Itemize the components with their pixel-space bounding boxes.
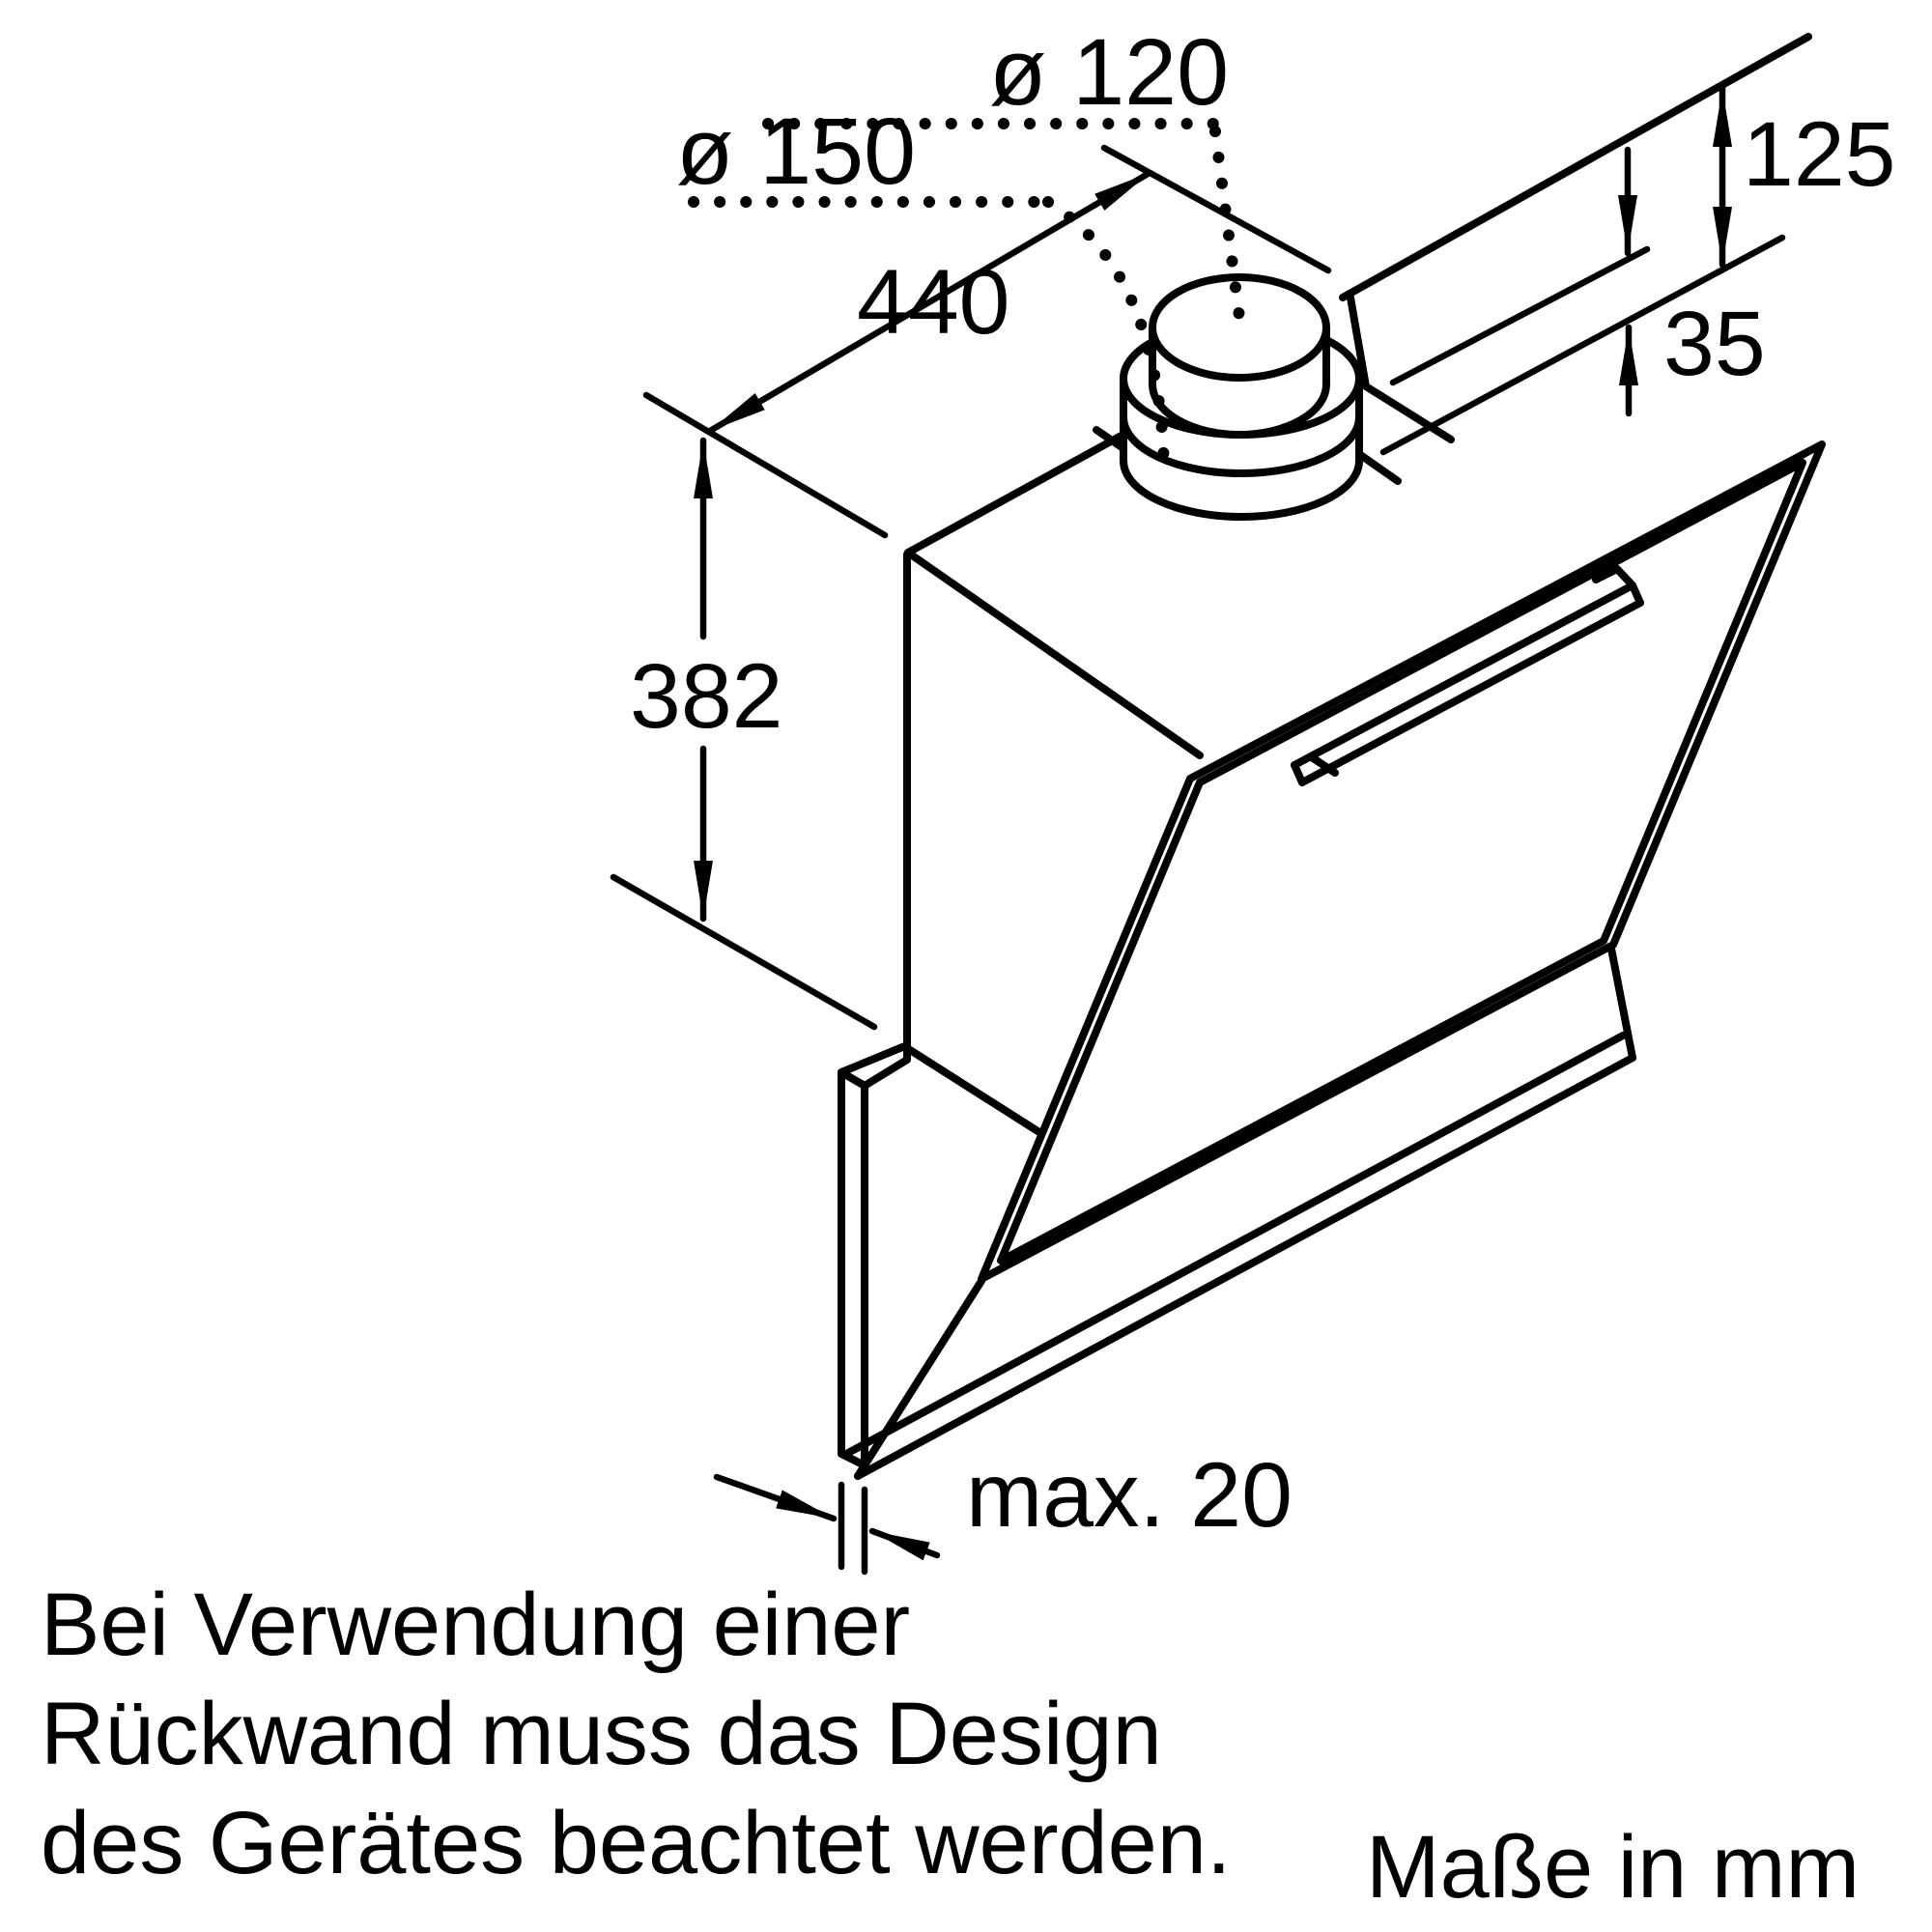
lower-body-section bbox=[844, 945, 1636, 1480]
pipe-bottom-rim bbox=[1149, 381, 1330, 439]
label-125: 125 bbox=[1743, 103, 1896, 206]
label-440: 440 bbox=[857, 251, 1010, 354]
back-wall-panel bbox=[838, 1041, 911, 1469]
label-35: 35 bbox=[1663, 293, 1766, 395]
glass-front-panel bbox=[978, 440, 1826, 1283]
ext-line-382-bottom bbox=[610, 873, 878, 1031]
ext-line-box-top-plane bbox=[1379, 234, 1786, 456]
note-line-1: Bei Verwendung einer bbox=[41, 1576, 910, 1674]
ext-line-440-left bbox=[642, 391, 889, 539]
dim-max20-right-arrow bbox=[868, 1527, 941, 1561]
dim-line-440 bbox=[706, 169, 1153, 435]
flange-seam bbox=[1120, 413, 1363, 477]
units-note: Maße in mm bbox=[1366, 1818, 1860, 1917]
label-dia-150: ø 150 bbox=[676, 99, 916, 204]
top-edge-stub-right bbox=[1355, 450, 1402, 485]
ext-line-440-right bbox=[1100, 144, 1332, 274]
pipe-top-opening bbox=[1149, 273, 1330, 382]
leader-dia120-down bbox=[1209, 126, 1246, 330]
label-382: 382 bbox=[630, 645, 783, 748]
note-text: Bei Verwendung einer Rückwand muss das D… bbox=[41, 1576, 1860, 1917]
ext-line-collar-top bbox=[1389, 245, 1651, 386]
dim-max20-left-arrow bbox=[713, 1473, 838, 1522]
dimension-lines bbox=[610, 85, 1786, 1576]
glass-handle-slot bbox=[1291, 565, 1644, 786]
note-line-3: des Gerätes beachtet werden. bbox=[41, 1794, 1232, 1892]
note-line-2: Rückwand muss das Design bbox=[41, 1685, 1162, 1783]
hood-body-box bbox=[903, 428, 1204, 1138]
flange-bottom-rim bbox=[1120, 457, 1363, 521]
glass-top-back-edge bbox=[1339, 33, 1812, 443]
dimension-labels: ø 150 ø 120 440 125 35 382 max. 20 bbox=[630, 19, 1896, 1547]
glass-frame-inner-line bbox=[997, 459, 1806, 1264]
label-max-20: max. 20 bbox=[966, 1444, 1293, 1547]
label-dia-120: ø 120 bbox=[989, 19, 1229, 125]
